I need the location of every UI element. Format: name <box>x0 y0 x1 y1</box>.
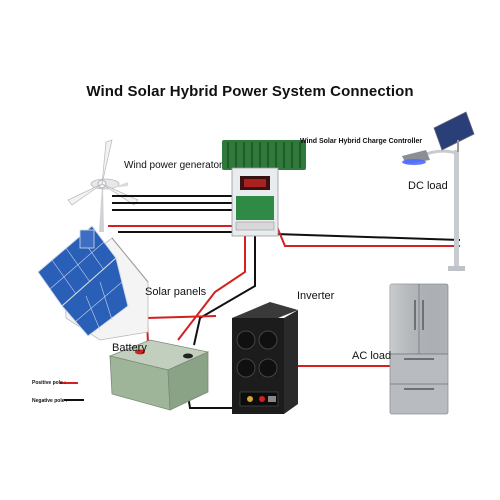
roof-panel-front <box>61 257 129 337</box>
battery-terminal-negative <box>183 353 193 359</box>
ac-load-label: AC load <box>352 350 392 362</box>
battery-terminal-positive <box>135 349 145 355</box>
chimney <box>79 229 95 249</box>
dc-load-label: DC load <box>408 180 448 192</box>
wind-generator-label: Wind power generator <box>124 160 223 171</box>
wind-turbine <box>67 139 139 232</box>
negative-pole-legend: Negative pole : <box>32 398 68 404</box>
turbine-tail <box>112 182 128 188</box>
turbine-tower <box>99 185 104 232</box>
inverter-fan-1 <box>236 330 256 350</box>
battery-label: Battery <box>112 342 147 354</box>
battery-side <box>167 351 209 411</box>
inverter-fan-2 <box>258 330 278 350</box>
house-solar <box>37 225 149 341</box>
refrigerator <box>389 283 449 415</box>
inverter-side <box>284 310 298 414</box>
inverter <box>232 302 298 414</box>
inverter-label: Inverter <box>297 290 335 302</box>
turbine-blade-1 <box>101 139 113 185</box>
controller-board <box>236 196 274 220</box>
charge-controller-label: Wind Solar Hybrid Charge Controller <box>300 138 423 145</box>
battery <box>108 339 210 411</box>
turbine-blade-3 <box>101 183 139 206</box>
charge-controller <box>222 140 306 237</box>
lamp-pole <box>454 150 459 270</box>
positive-pole-legend: Positive pole : <box>32 380 66 386</box>
inverter-fan-3 <box>236 358 256 378</box>
street-lamp <box>402 111 475 271</box>
controller-terminals <box>235 221 275 231</box>
diagram-title: Wind Solar Hybrid Power System Connectio… <box>86 83 414 100</box>
inverter-fan-4 <box>258 358 278 378</box>
solar-panels-label: Solar panels <box>145 286 207 298</box>
controller-heatsink <box>222 140 306 170</box>
turbine-blade-2 <box>67 183 103 206</box>
lamp-solar-panel <box>433 111 475 151</box>
